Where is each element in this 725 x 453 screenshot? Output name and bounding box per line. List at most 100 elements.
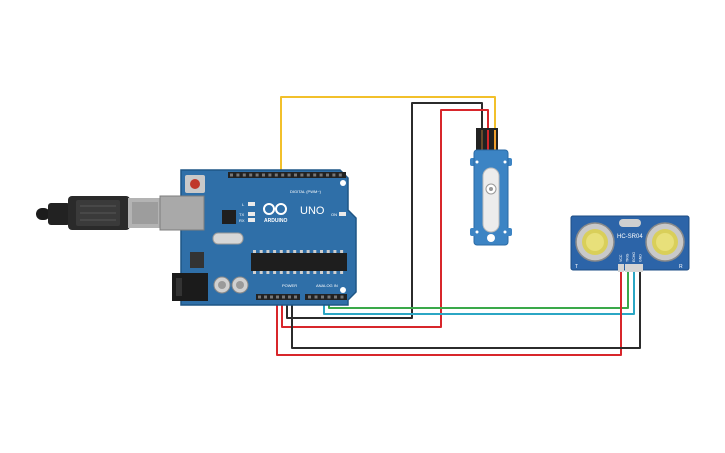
chip-leg [313, 250, 317, 253]
atmega-chip [251, 250, 347, 274]
dc-power-jack[interactable] [172, 273, 208, 301]
wire-black-servo-gnd[interactable] [286, 102, 483, 319]
digital-header[interactable]: DIGITAL (PWM~) [228, 172, 346, 194]
wire-red-sensor-vcc[interactable] [276, 272, 622, 356]
header-pin[interactable] [332, 173, 336, 177]
header-pin[interactable] [340, 295, 344, 299]
header-pin[interactable] [313, 173, 317, 177]
header-pin[interactable] [314, 295, 318, 299]
power-label: POWER [282, 283, 297, 288]
voltage-regulator [190, 252, 204, 268]
chip-leg [320, 250, 323, 253]
status-leds: L TX RX ON [239, 202, 346, 223]
chip-leg [340, 250, 344, 253]
chip-leg [293, 250, 297, 253]
sensor-crystal [619, 219, 641, 227]
sensor-pin-header[interactable] [618, 264, 643, 272]
chip-leg [266, 271, 270, 274]
header-pin[interactable] [338, 173, 342, 177]
chip-leg [340, 271, 344, 274]
led-rx-label: RX [239, 218, 245, 223]
header-pin[interactable] [230, 173, 233, 177]
header-pin[interactable] [281, 173, 285, 177]
wire-red-servo-5v[interactable] [281, 109, 489, 328]
reset-button[interactable] [185, 175, 205, 193]
chip-leg [333, 250, 337, 253]
header-pin[interactable] [306, 173, 310, 177]
crystal-oscillator [212, 232, 244, 245]
mount-hole [340, 180, 346, 186]
header-pin[interactable] [321, 295, 324, 299]
analog-header[interactable]: ANALOG IN [305, 283, 347, 300]
receiver-transducer [645, 222, 685, 262]
header-pin[interactable] [270, 295, 273, 299]
led-tx-label: TX [239, 212, 244, 217]
header-pin[interactable] [334, 295, 337, 299]
chip-leg [279, 250, 283, 253]
sensor-mark-r: R [679, 264, 683, 270]
chip-leg [313, 271, 317, 274]
chip-leg [333, 271, 337, 274]
arduino-logo: ARDUINO UNO [263, 203, 325, 224]
header-pin[interactable] [255, 173, 259, 177]
chip-leg [286, 271, 290, 274]
capacitors [213, 276, 249, 294]
header-pin[interactable] [327, 295, 331, 299]
sensor-pin-label: ECHO [632, 252, 636, 262]
header-pin[interactable] [282, 295, 285, 299]
chip-leg [320, 271, 323, 274]
chip-leg [279, 271, 283, 274]
wire-yellow-signal[interactable] [280, 96, 496, 178]
chip-leg [306, 271, 310, 274]
header-pin[interactable] [274, 173, 278, 177]
led-l-label: L [242, 202, 245, 207]
header-pin[interactable] [242, 173, 246, 177]
chip-leg [299, 271, 303, 274]
header-pin[interactable] [258, 295, 261, 299]
mount-hole [340, 287, 346, 293]
chip-leg [266, 250, 270, 253]
transmitter-transducer [575, 222, 615, 262]
header-pin[interactable] [287, 173, 291, 177]
chip-leg [286, 250, 290, 253]
usb-chip [222, 210, 236, 224]
chip-leg [326, 250, 330, 253]
header-pin[interactable] [249, 173, 253, 177]
header-pin[interactable] [264, 295, 267, 299]
usb-cable[interactable] [36, 196, 162, 230]
header-pin[interactable] [236, 173, 240, 177]
header-pin[interactable] [288, 295, 291, 299]
sensor-mark-t: T [575, 264, 578, 270]
chip-leg [273, 250, 277, 253]
header-pin[interactable] [326, 173, 329, 177]
micro-servo[interactable] [470, 128, 512, 246]
sensor-pin-label: TRIG [626, 253, 630, 262]
header-pin[interactable] [294, 295, 297, 299]
chip-leg [259, 271, 263, 274]
chip-leg [299, 250, 303, 253]
chip-leg [253, 250, 256, 253]
sensor-pin-label: VCC [619, 254, 623, 262]
chip-leg [306, 250, 310, 253]
header-pin[interactable] [268, 173, 272, 177]
header-pin[interactable] [262, 173, 265, 177]
servo-screw [487, 234, 495, 242]
analog-label: ANALOG IN [316, 283, 338, 288]
led-on-label: ON [331, 212, 337, 217]
wire-black-sensor-gnd[interactable] [291, 272, 641, 349]
servo-horn [482, 167, 500, 233]
model-text: UNO [300, 205, 325, 217]
digital-label: DIGITAL (PWM~) [290, 189, 322, 194]
brand-text: ARDUINO [264, 218, 287, 224]
chip-leg [273, 271, 277, 274]
usb-port [159, 195, 205, 231]
header-pin[interactable] [308, 295, 311, 299]
header-pin[interactable] [276, 295, 279, 299]
header-pin[interactable] [300, 173, 304, 177]
arduino-uno-board[interactable]: L TX RX ON ARDUINO UNO DIGITAL (PWM~) PO… [159, 169, 357, 306]
chip-leg [259, 250, 263, 253]
header-pin[interactable] [319, 173, 323, 177]
header-pin[interactable] [294, 173, 297, 177]
